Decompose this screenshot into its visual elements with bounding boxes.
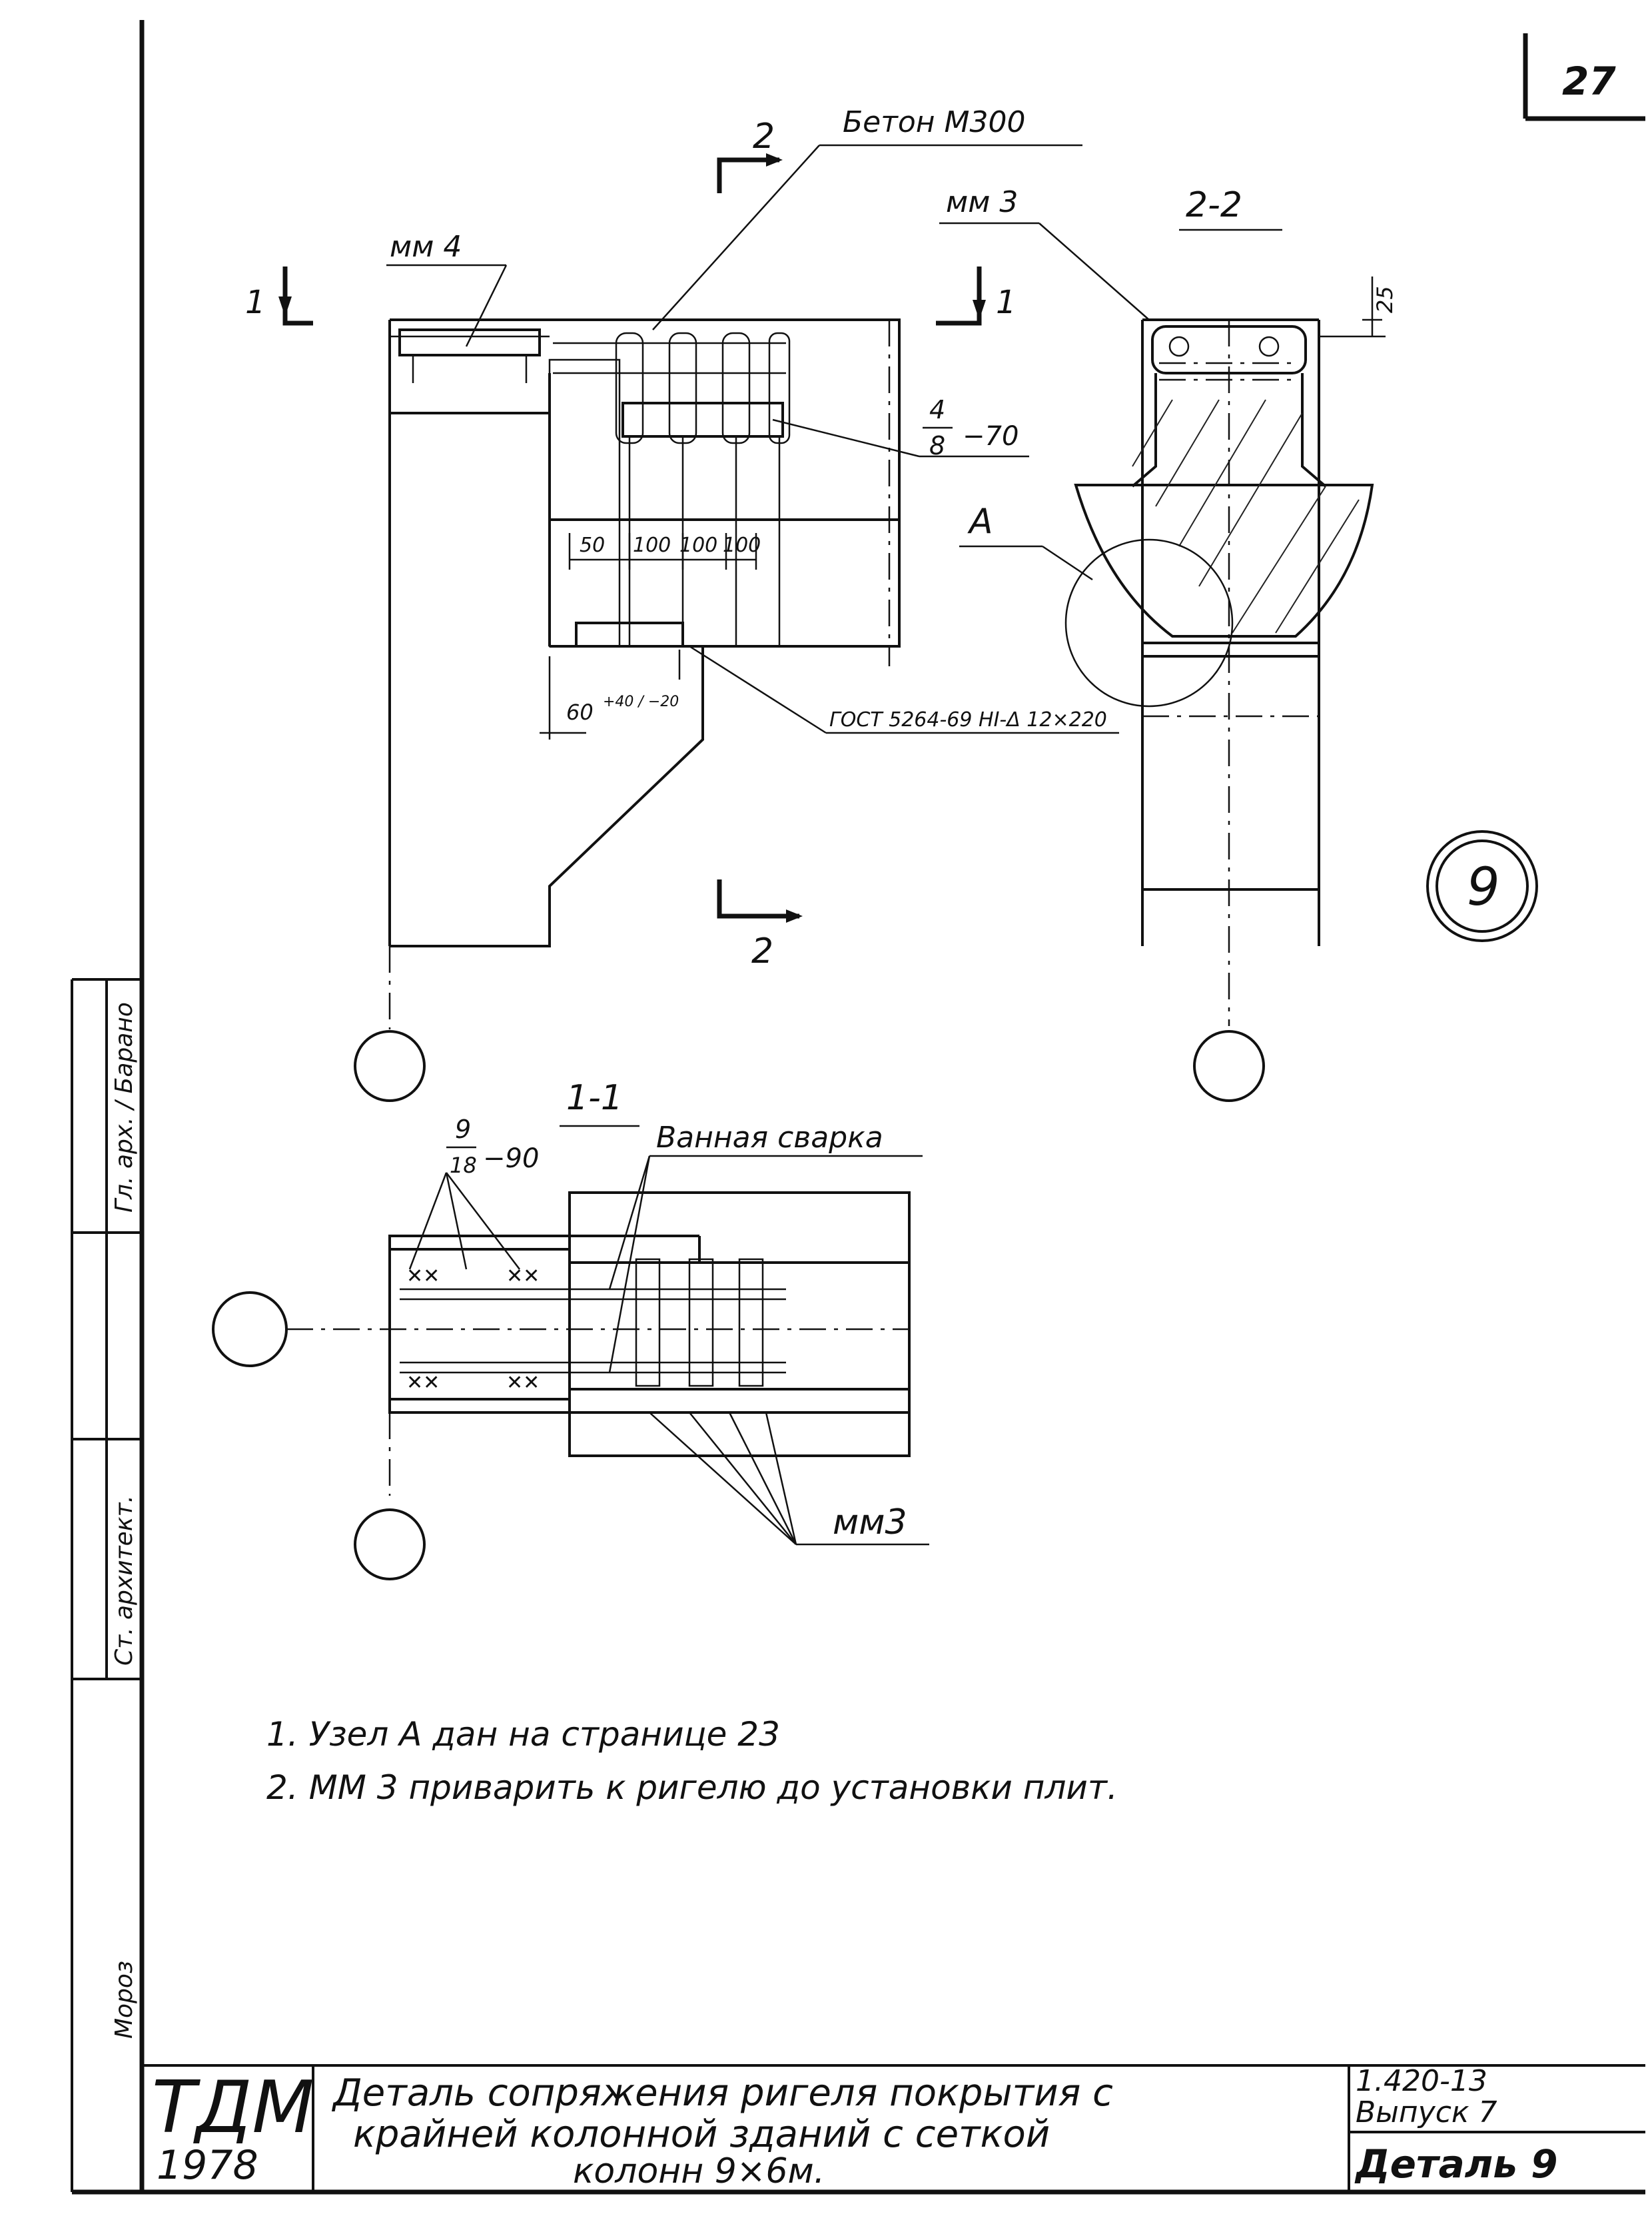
weld-crosses: ✕✕ ✕✕ ✕✕ ✕✕ xyxy=(406,1265,540,1394)
node-a-label: А xyxy=(967,502,993,542)
svg-text:100: 100 xyxy=(633,534,671,557)
svg-text:✕✕: ✕✕ xyxy=(406,1265,440,1288)
note-2: 2. ММ 3 приварить к ригелю до установки … xyxy=(266,1768,1118,1807)
svg-text:100: 100 xyxy=(723,534,761,557)
svg-text:✕✕: ✕✕ xyxy=(506,1371,540,1394)
plan-mm3-label: мм3 xyxy=(833,1502,907,1542)
section-1-1-title: 1-1 xyxy=(566,1078,623,1118)
axis-bubble-left-plan xyxy=(212,1291,288,1367)
svg-text:100: 100 xyxy=(679,534,717,557)
concrete-label: Бетон М300 xyxy=(843,105,1026,139)
concrete-hatch xyxy=(1132,399,1360,634)
svg-text:✕✕: ✕✕ xyxy=(406,1371,440,1394)
svg-text:−90: −90 xyxy=(483,1143,539,1174)
detail-number: 9 xyxy=(1467,857,1500,917)
gost-label: ГОСТ 5264-69 НI-Δ 12×220 xyxy=(829,708,1107,732)
stirrups xyxy=(615,332,791,444)
page-number: 27 xyxy=(1562,59,1616,104)
section-1-1-drawing: ✕✕ ✕✕ ✕✕ ✕✕ xyxy=(286,1191,911,1496)
view-2-2-title: 2-2 xyxy=(1186,185,1242,225)
org-name: ТДМ xyxy=(152,2066,314,2149)
org-year: 1978 xyxy=(157,2142,258,2189)
stamp-row-3: Мороз xyxy=(111,1961,138,2039)
stamp-row-2: Ст. архитект. xyxy=(111,1495,138,1666)
cut-mark-2-bottom xyxy=(717,879,803,923)
gap-dimension: 60 xyxy=(566,700,594,725)
cut-2-top-label: 2 xyxy=(753,117,775,157)
svg-text:18: 18 xyxy=(450,1153,477,1178)
cut-2-bottom-label: 2 xyxy=(751,931,773,971)
view-2-2-mm3-label: мм 3 xyxy=(946,185,1018,219)
axis-bubble-left-bottom xyxy=(354,1508,426,1580)
weld-label: Ванная сварка xyxy=(656,1121,883,1155)
cut-1-right-label: 1 xyxy=(996,284,1017,321)
cut-mark-2-top xyxy=(717,153,783,193)
dimension-labels: 50 100 100 100 xyxy=(580,534,761,557)
axis-bubble-left-top xyxy=(354,1030,426,1102)
doc-issue: Выпуск 7 xyxy=(1356,2095,1497,2129)
note-1: 1. Узел А дан на странице 23 xyxy=(266,1715,780,1754)
svg-text:4: 4 xyxy=(929,395,945,424)
rebar-label-section-2: 4 8 −70 xyxy=(923,395,1019,460)
title-line-3: колонн 9×6м. xyxy=(573,2151,825,2191)
leaders-section-2 xyxy=(386,144,1119,734)
title-line-1: Деталь сопряжения ригеля покрытия с xyxy=(331,2071,1113,2115)
doc-detail: Деталь 9 xyxy=(1354,2141,1557,2187)
stamp-row-1: Гл. арх. / Барано xyxy=(111,1002,138,1213)
axis-bubble-right-top xyxy=(1193,1030,1265,1102)
side-stamp: Гл. арх. / Барано Ст. архитект. Мороз xyxy=(71,978,142,2192)
cut-mark-1-right xyxy=(936,267,986,326)
title-line-2: крайней колонной зданий с сеткой xyxy=(353,2113,1050,2156)
dim-25-label: 25 xyxy=(1372,286,1398,313)
cut-mark-1-left xyxy=(278,267,313,326)
svg-text:✕✕: ✕✕ xyxy=(506,1265,540,1288)
sheet-frame xyxy=(72,20,1645,2195)
svg-text:8: 8 xyxy=(929,431,945,460)
view-2-2-drawing xyxy=(1064,277,1386,1026)
mm4-label: мм 4 xyxy=(390,230,462,264)
cut-1-left-label: 1 xyxy=(245,284,266,321)
svg-text:50: 50 xyxy=(580,534,605,557)
detail-mark xyxy=(1426,830,1538,942)
svg-text:−70: −70 xyxy=(963,421,1019,452)
title-block-lines xyxy=(312,2065,1645,2192)
rebar-label-section-1-1: 9 18 −90 xyxy=(408,1115,539,1270)
doc-code: 1.420-13 xyxy=(1356,2064,1487,2098)
mm3-leaders xyxy=(649,1412,797,1545)
svg-text:9: 9 xyxy=(455,1115,471,1144)
gap-tolerance: +40 / −20 xyxy=(603,694,679,710)
section-2-drawing xyxy=(388,318,901,1029)
